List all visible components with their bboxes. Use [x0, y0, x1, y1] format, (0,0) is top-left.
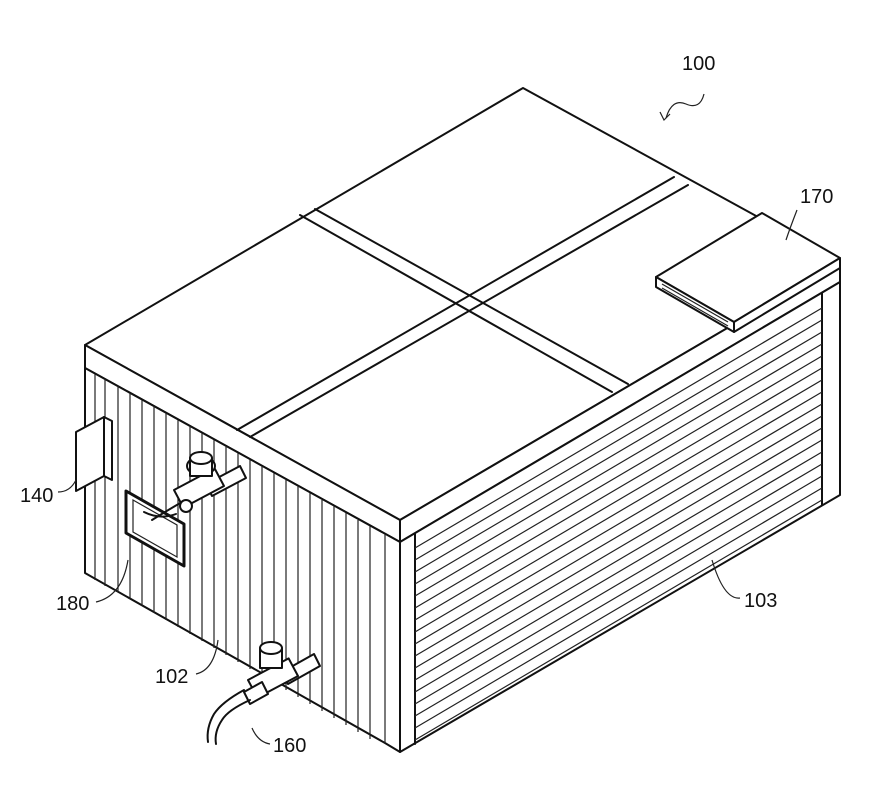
side-wall	[399, 281, 841, 753]
label-180: 180	[56, 593, 89, 615]
upper-valve	[143, 451, 247, 521]
label-170: 170	[800, 186, 833, 208]
roof-unit	[655, 212, 841, 333]
leader-140	[57, 479, 77, 493]
side-wall-face	[399, 281, 841, 753]
label-100: 100	[682, 53, 715, 75]
label-102: 102	[155, 666, 188, 688]
leader-180	[95, 559, 129, 603]
label-140: 140	[20, 485, 53, 507]
leader-170	[785, 209, 798, 241]
roof	[84, 87, 841, 543]
reference-labels: 100 170 140 180 102 103 160	[20, 53, 833, 757]
roof-panel-seams	[236, 176, 689, 438]
side-wall-ribs	[414, 307, 823, 741]
lower-valve	[206, 641, 321, 745]
leader-102	[195, 639, 219, 675]
front-wall-face	[84, 367, 401, 753]
leader-103	[711, 559, 741, 599]
label-103: 103	[744, 590, 777, 612]
control-box	[75, 416, 113, 492]
leader-100-arrow	[659, 111, 671, 122]
leader-lines	[57, 93, 798, 745]
leader-160	[251, 727, 271, 745]
leader-100	[665, 93, 705, 119]
label-160: 160	[273, 735, 306, 757]
